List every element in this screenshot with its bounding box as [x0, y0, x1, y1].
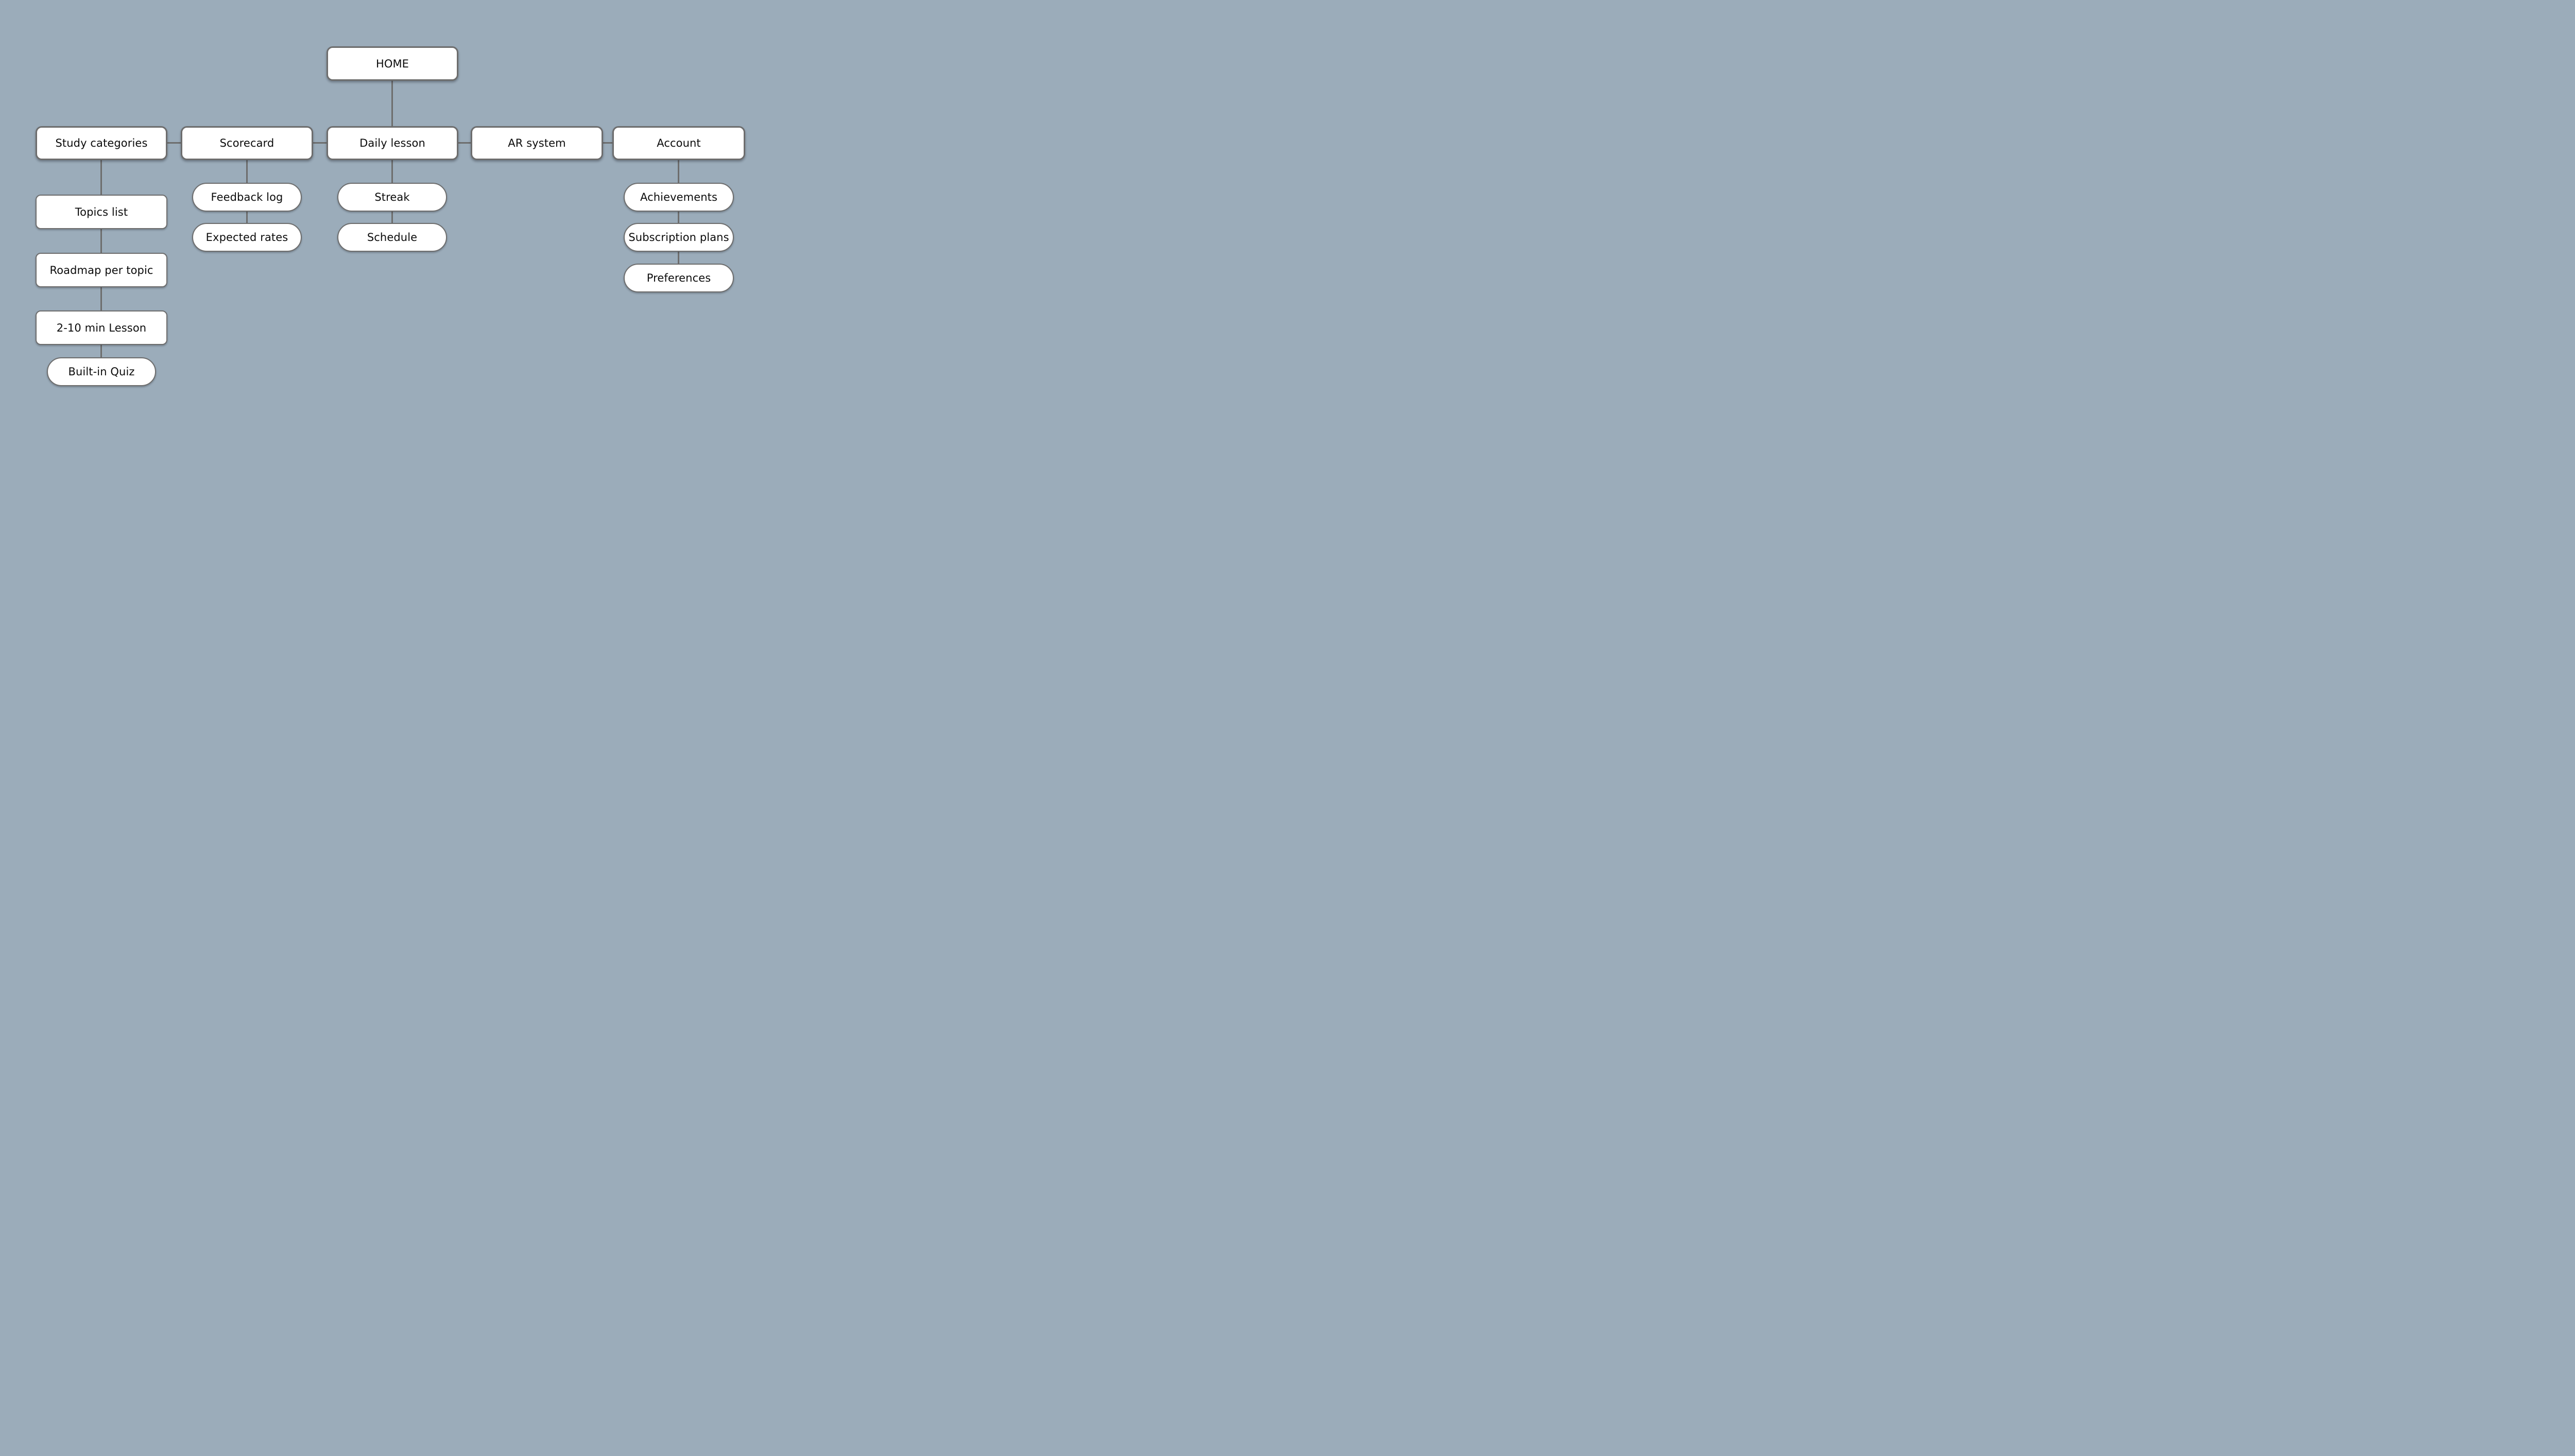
node-feedback-log[interactable]: Feedback log — [192, 183, 302, 212]
node-expected-rates[interactable]: Expected rates — [192, 223, 302, 252]
node-streak[interactable]: Streak — [337, 183, 447, 212]
node-2-10-min-lesson[interactable]: 2-10 min Lesson — [36, 310, 167, 345]
node-topics-list[interactable]: Topics list — [36, 195, 167, 229]
node-scorecard[interactable]: Scorecard — [181, 126, 313, 160]
node-schedule-label: Schedule — [367, 231, 418, 244]
node-achievements-label: Achievements — [640, 191, 717, 203]
node-daily-lesson-label: Daily lesson — [359, 137, 425, 149]
node-topics-list-label: Topics list — [75, 205, 128, 218]
node-daily-lesson[interactable]: Daily lesson — [327, 126, 458, 160]
node-preferences[interactable]: Preferences — [624, 264, 734, 292]
node-roadmap-per-topic[interactable]: Roadmap per topic — [36, 253, 167, 287]
node-subscription-plans[interactable]: Subscription plans — [624, 223, 734, 252]
node-home-label: HOME — [375, 57, 409, 70]
node-subscription-plans-label: Subscription plans — [628, 231, 729, 244]
node-study-categories[interactable]: Study categories — [36, 126, 167, 160]
node-feedback-log-label: Feedback log — [211, 191, 283, 203]
node-expected-rates-label: Expected rates — [205, 231, 288, 244]
node-built-in-quiz-label: Built-in Quiz — [68, 366, 135, 378]
node-home[interactable]: HOME — [327, 46, 458, 81]
connector-home-daily-lesson — [391, 63, 393, 143]
node-account-label: Account — [657, 137, 701, 149]
node-streak-label: Streak — [374, 191, 410, 203]
node-ar-system[interactable]: AR system — [471, 126, 603, 160]
node-study-categories-label: Study categories — [55, 137, 148, 149]
node-preferences-label: Preferences — [646, 272, 711, 284]
node-ar-system-label: AR system — [508, 137, 566, 149]
node-achievements[interactable]: Achievements — [624, 183, 734, 212]
node-roadmap-per-topic-label: Roadmap per topic — [49, 264, 153, 276]
node-2-10-min-lesson-label: 2-10 min Lesson — [56, 321, 147, 334]
node-scorecard-label: Scorecard — [219, 137, 274, 149]
node-built-in-quiz[interactable]: Built-in Quiz — [47, 357, 156, 386]
node-account[interactable]: Account — [612, 126, 745, 160]
node-schedule[interactable]: Schedule — [337, 223, 447, 252]
diagram-canvas: HOME Study categories Scorecard Daily le… — [0, 0, 779, 416]
